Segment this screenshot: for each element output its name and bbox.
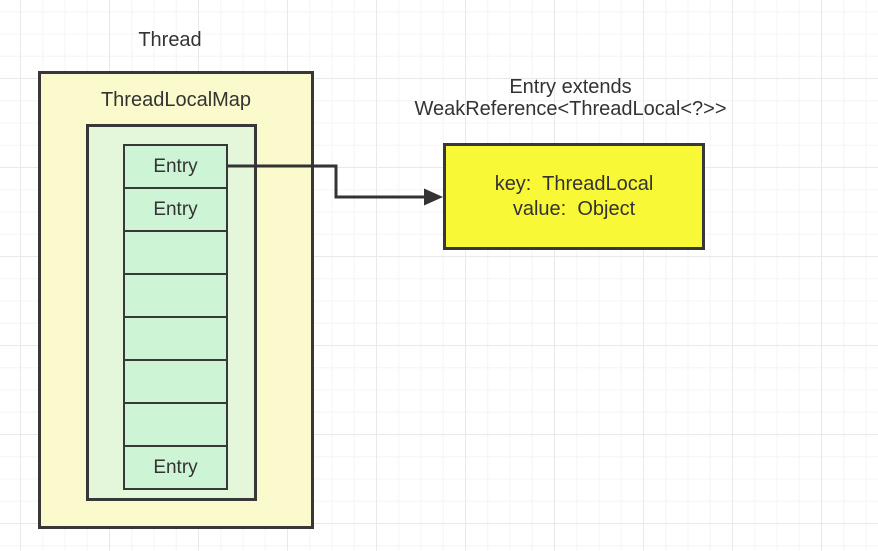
entry-value-line: value: Object	[512, 197, 636, 220]
entry-note: Entry extends WeakReference<ThreadLocal<…	[398, 76, 743, 120]
threadlocalmap-box: ThreadLocalMap Entry Entry Entry	[38, 71, 314, 529]
entry-detail-box: key: ThreadLocal value: Object	[443, 143, 705, 250]
entry-key-line: key: ThreadLocal	[494, 172, 654, 195]
thread-label: Thread	[138, 29, 202, 51]
entry-cell: Entry	[125, 189, 226, 232]
threadlocalmap-label: ThreadLocalMap	[100, 89, 252, 111]
entry-cell	[125, 404, 226, 447]
entry-cell	[125, 361, 226, 404]
entry-cell	[125, 232, 226, 275]
entry-note-line1: Entry extends	[509, 76, 632, 98]
entry-table: Entry Entry Entry	[123, 144, 228, 490]
entry-cell: Entry	[125, 146, 226, 189]
entry-cell	[125, 275, 226, 318]
entry-note-line2: WeakReference<ThreadLocal<?>>	[414, 98, 727, 120]
entry-cell	[125, 318, 226, 361]
entry-array-box: Entry Entry Entry	[86, 124, 257, 501]
entry-cell: Entry	[125, 447, 226, 488]
